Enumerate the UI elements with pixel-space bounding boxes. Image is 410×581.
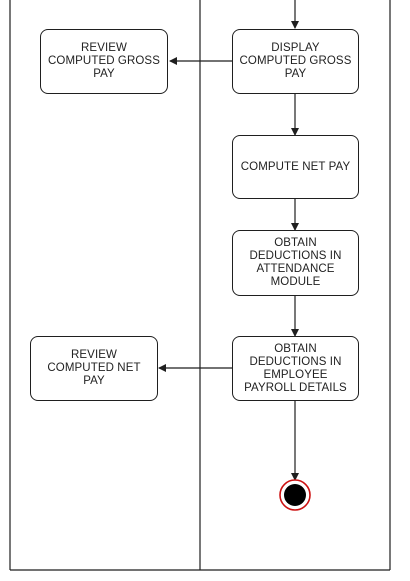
node-text-line: PAYROLL DETAILS [244,381,347,394]
node-text-line: EMPLOYEE [263,368,328,381]
node-text-line: PAY [83,375,105,387]
node-compute-net-pay: COMPUTE NET PAY [232,135,359,199]
node-text-line: COMPUTED GROSS [48,55,160,67]
node-text-line: PAY [93,68,115,80]
node-text-line: COMPUTE NET PAY [240,160,351,173]
node-text-line: MODULE [270,276,321,288]
node-text-line: REVIEW [71,349,117,361]
node-text-line: DISPLAY [271,42,320,54]
node-obtain-deductions-payroll: OBTAIN DEDUCTIONS IN EMPLOYEE PAYROLL DE… [232,336,359,401]
node-text-line: DEDUCTIONS IN [249,355,342,368]
node-text-line: OBTAIN [274,237,317,249]
node-obtain-deductions-attendance: OBTAIN DEDUCTIONS IN ATTENDANCE MODULE [232,230,359,296]
node-text-line: COMPUTED GROSS [239,55,352,67]
node-text-line: DEDUCTIONS IN [249,250,342,262]
node-review-computed-net-pay: REVIEW COMPUTED NET PAY [30,336,158,401]
node-display-computed-gross-pay: DISPLAY COMPUTED GROSS PAY [232,29,359,94]
node-text-line: ATTENDANCE [256,263,335,275]
node-text-line: COMPUTED NET [47,362,141,374]
node-review-computed-gross-pay: REVIEW COMPUTED GROSS PAY [40,29,168,94]
end-node-core [284,484,306,506]
node-text-line: PAY [284,68,307,80]
node-text-line: REVIEW [81,42,127,54]
node-text-line: OBTAIN [274,342,317,355]
